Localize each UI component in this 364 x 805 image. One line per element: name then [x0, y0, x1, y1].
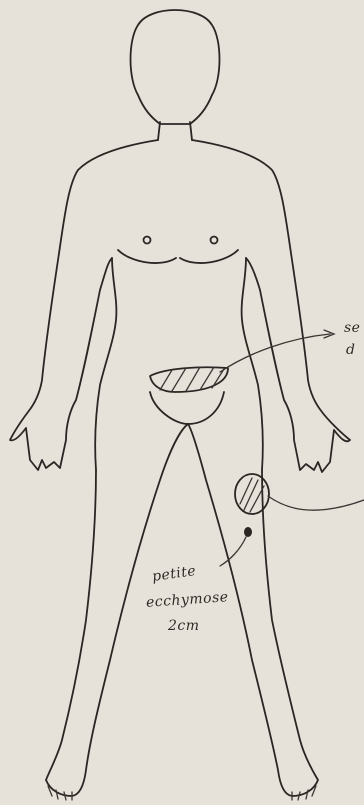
left-leg-outline [46, 424, 188, 796]
left-arm-outline [10, 140, 158, 470]
abdomen-label-line2: d [346, 342, 355, 358]
thigh-note-line3: 2cm [168, 618, 200, 634]
chest-lines [118, 250, 238, 263]
abdomen-label-line1: se [344, 320, 360, 336]
right-leg-outline [188, 424, 318, 796]
bruise-dot [244, 527, 252, 537]
right-arm-outline [192, 140, 350, 472]
thigh-lesion-hatching [240, 478, 264, 512]
pelvis-line [150, 392, 224, 424]
head-outline [131, 10, 220, 124]
left-nipple [144, 237, 151, 244]
torso-left-outline [95, 258, 116, 470]
abdomen-leader-line [220, 334, 330, 372]
thigh-leader-line [268, 496, 364, 510]
right-nipple [211, 237, 218, 244]
